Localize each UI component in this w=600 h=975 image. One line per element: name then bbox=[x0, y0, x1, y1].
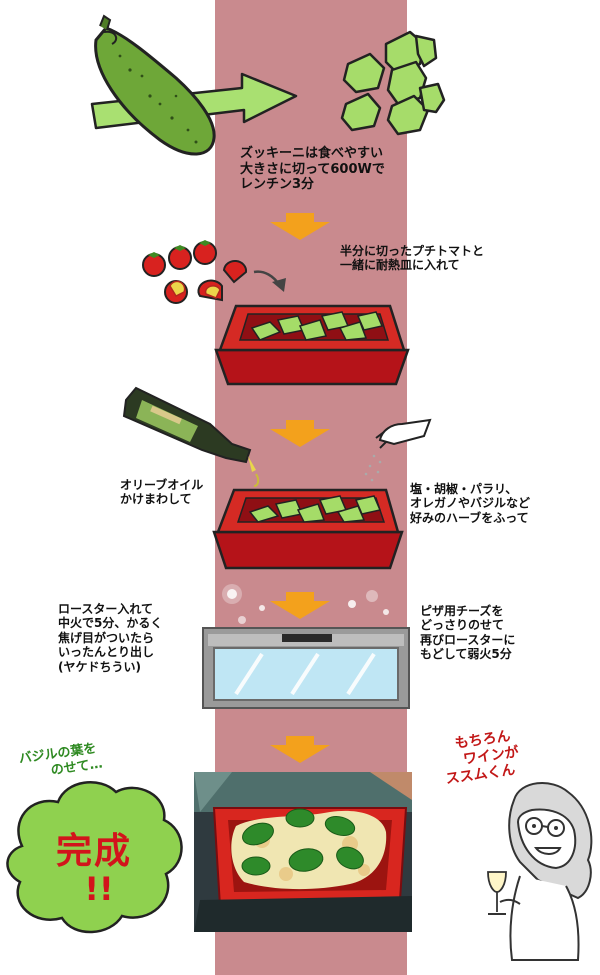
cherry-tomatoes bbox=[142, 240, 248, 304]
completion-word: 完成 bbox=[55, 831, 132, 872]
caption-line: かけまわして bbox=[120, 492, 192, 507]
caption-line: 半分に切ったプチトマトと bbox=[340, 244, 485, 258]
wine-note: もちろん ワインが ススムくん bbox=[440, 727, 522, 787]
caption-line: いったんとり出し bbox=[58, 645, 155, 660]
step-caption-herbs: 塩・胡椒・パラリ、 オレガノやバジルなど 好みのハーブをふって bbox=[410, 482, 530, 525]
finished-dish-photo bbox=[194, 772, 412, 932]
baking-dish-2 bbox=[212, 488, 404, 570]
caption-line: オリーブオイル bbox=[120, 478, 204, 492]
step-caption-tomatoes: 半分に切ったプチトマトと 一緒に耐熱皿に入れて bbox=[340, 244, 484, 273]
step-arrow-1 bbox=[270, 213, 330, 240]
completion-exclamation: !! bbox=[84, 870, 114, 908]
completion-cloud bbox=[6, 781, 183, 934]
caption-line: 好みのハーブをふって bbox=[410, 510, 529, 525]
caption-line: 一緒に耐熱皿に入れて bbox=[340, 258, 460, 273]
caption-line: ズッキーニは食べやすい bbox=[240, 146, 384, 161]
caption-line: 塩・胡椒・パラリ、 bbox=[410, 482, 518, 496]
sparkles bbox=[222, 584, 389, 624]
caption-line: 再びロースターに bbox=[420, 632, 516, 647]
step-arrow-3 bbox=[270, 592, 330, 619]
caption-line: レンチン3分 bbox=[240, 177, 315, 193]
caption-line: 大きさに切って600Wで bbox=[240, 161, 385, 177]
baking-dish-1 bbox=[214, 304, 410, 386]
caption-line: (ヤケドちうい) bbox=[58, 659, 141, 674]
step-caption-olive-oil: オリーブオイル かけまわして bbox=[120, 478, 203, 507]
caption-line: 中火で5分、かるく bbox=[58, 616, 163, 631]
zucchini-whole bbox=[94, 14, 216, 156]
toaster-oven bbox=[202, 627, 410, 709]
step-arrow-2 bbox=[270, 420, 330, 447]
woman-with-wine bbox=[487, 781, 593, 961]
step-caption-cheese: ピザ用チーズを どっさりのせて 再びロースターに もどして弱火5分 bbox=[420, 604, 515, 662]
step-arrow-4 bbox=[270, 736, 330, 763]
tomato-arrow-head bbox=[272, 278, 286, 292]
step-caption-roaster: ロースター入れて 中火で5分、かるく 焦げ目がついたら いったんとり出し (ヤケ… bbox=[58, 602, 162, 674]
caption-line: もどして弱火5分 bbox=[420, 647, 512, 662]
step-caption-zucchini: ズッキーニは食べやすい 大きさに切って600Wで レンチン3分 bbox=[240, 146, 385, 193]
zucchini-cubes bbox=[340, 30, 446, 136]
olive-oil-bottle bbox=[122, 386, 260, 487]
caption-line: オレガノやバジルなど bbox=[410, 496, 531, 511]
caption-line: ロースター入れて bbox=[58, 602, 154, 616]
caption-line: ピザ用チーズを bbox=[420, 604, 504, 618]
caption-line: どっさりのせて bbox=[420, 618, 505, 633]
seasoning-hand bbox=[364, 418, 432, 482]
caption-line: 焦げ目がついたら bbox=[58, 630, 155, 645]
